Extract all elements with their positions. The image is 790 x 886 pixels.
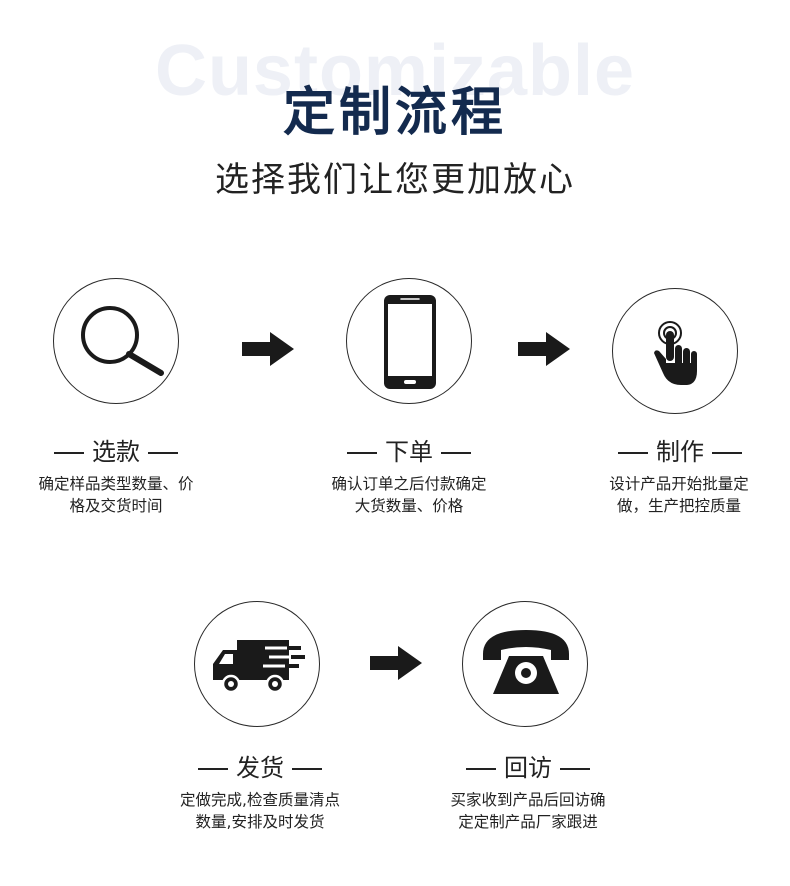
title-dash-left xyxy=(54,452,84,454)
title-dash-left xyxy=(198,768,228,770)
arrow-right-icon xyxy=(242,332,294,366)
magnifier-icon xyxy=(81,306,164,376)
step-title-ship: 发货 xyxy=(160,748,360,783)
step-title-order: 下单 xyxy=(309,432,509,467)
telephone-icon xyxy=(483,630,569,694)
title-dash-left xyxy=(347,452,377,454)
step-desc-select: 确定样品类型数量、价格及交货时间 xyxy=(38,475,194,515)
step-title-followup: 回访 xyxy=(428,748,628,783)
step-desc-followup: 买家收到产品后回访确定定制产品厂家跟进 xyxy=(450,791,606,831)
page-subtitle: 选择我们让您更加放心 xyxy=(215,160,575,200)
title-dash-left xyxy=(618,452,648,454)
title-dash-right xyxy=(148,452,178,454)
step-circle-followup xyxy=(462,601,588,727)
step-desc-ship: 定做完成,检查质量清点数量,安排及时发货 xyxy=(180,791,340,831)
step-title-produce: 制作 xyxy=(580,432,780,467)
step-desc-produce: 设计产品开始批量定做，生产把控质量 xyxy=(609,475,749,515)
step-circle-produce xyxy=(612,288,738,414)
arrow-right-icon xyxy=(518,332,570,366)
step-desc-order: 确认订单之后付款确定大货数量、价格 xyxy=(331,475,487,515)
delivery-truck-icon xyxy=(213,640,305,694)
arrow-right-icon xyxy=(370,646,422,680)
title-dash-right xyxy=(560,768,590,770)
step-circle-ship xyxy=(194,601,320,727)
smartphone-icon xyxy=(384,295,436,389)
step-circle-order xyxy=(346,278,472,404)
touch-hand-icon xyxy=(654,321,697,385)
title-dash-right xyxy=(292,768,322,770)
page-title: 定制流程 xyxy=(282,83,507,143)
step-title-select: 选款 xyxy=(16,432,216,467)
background-watermark-text: Customizable xyxy=(154,31,636,111)
step-circle-select xyxy=(53,278,179,404)
title-dash-right xyxy=(441,452,471,454)
title-dash-right xyxy=(712,452,742,454)
title-dash-left xyxy=(466,768,496,770)
